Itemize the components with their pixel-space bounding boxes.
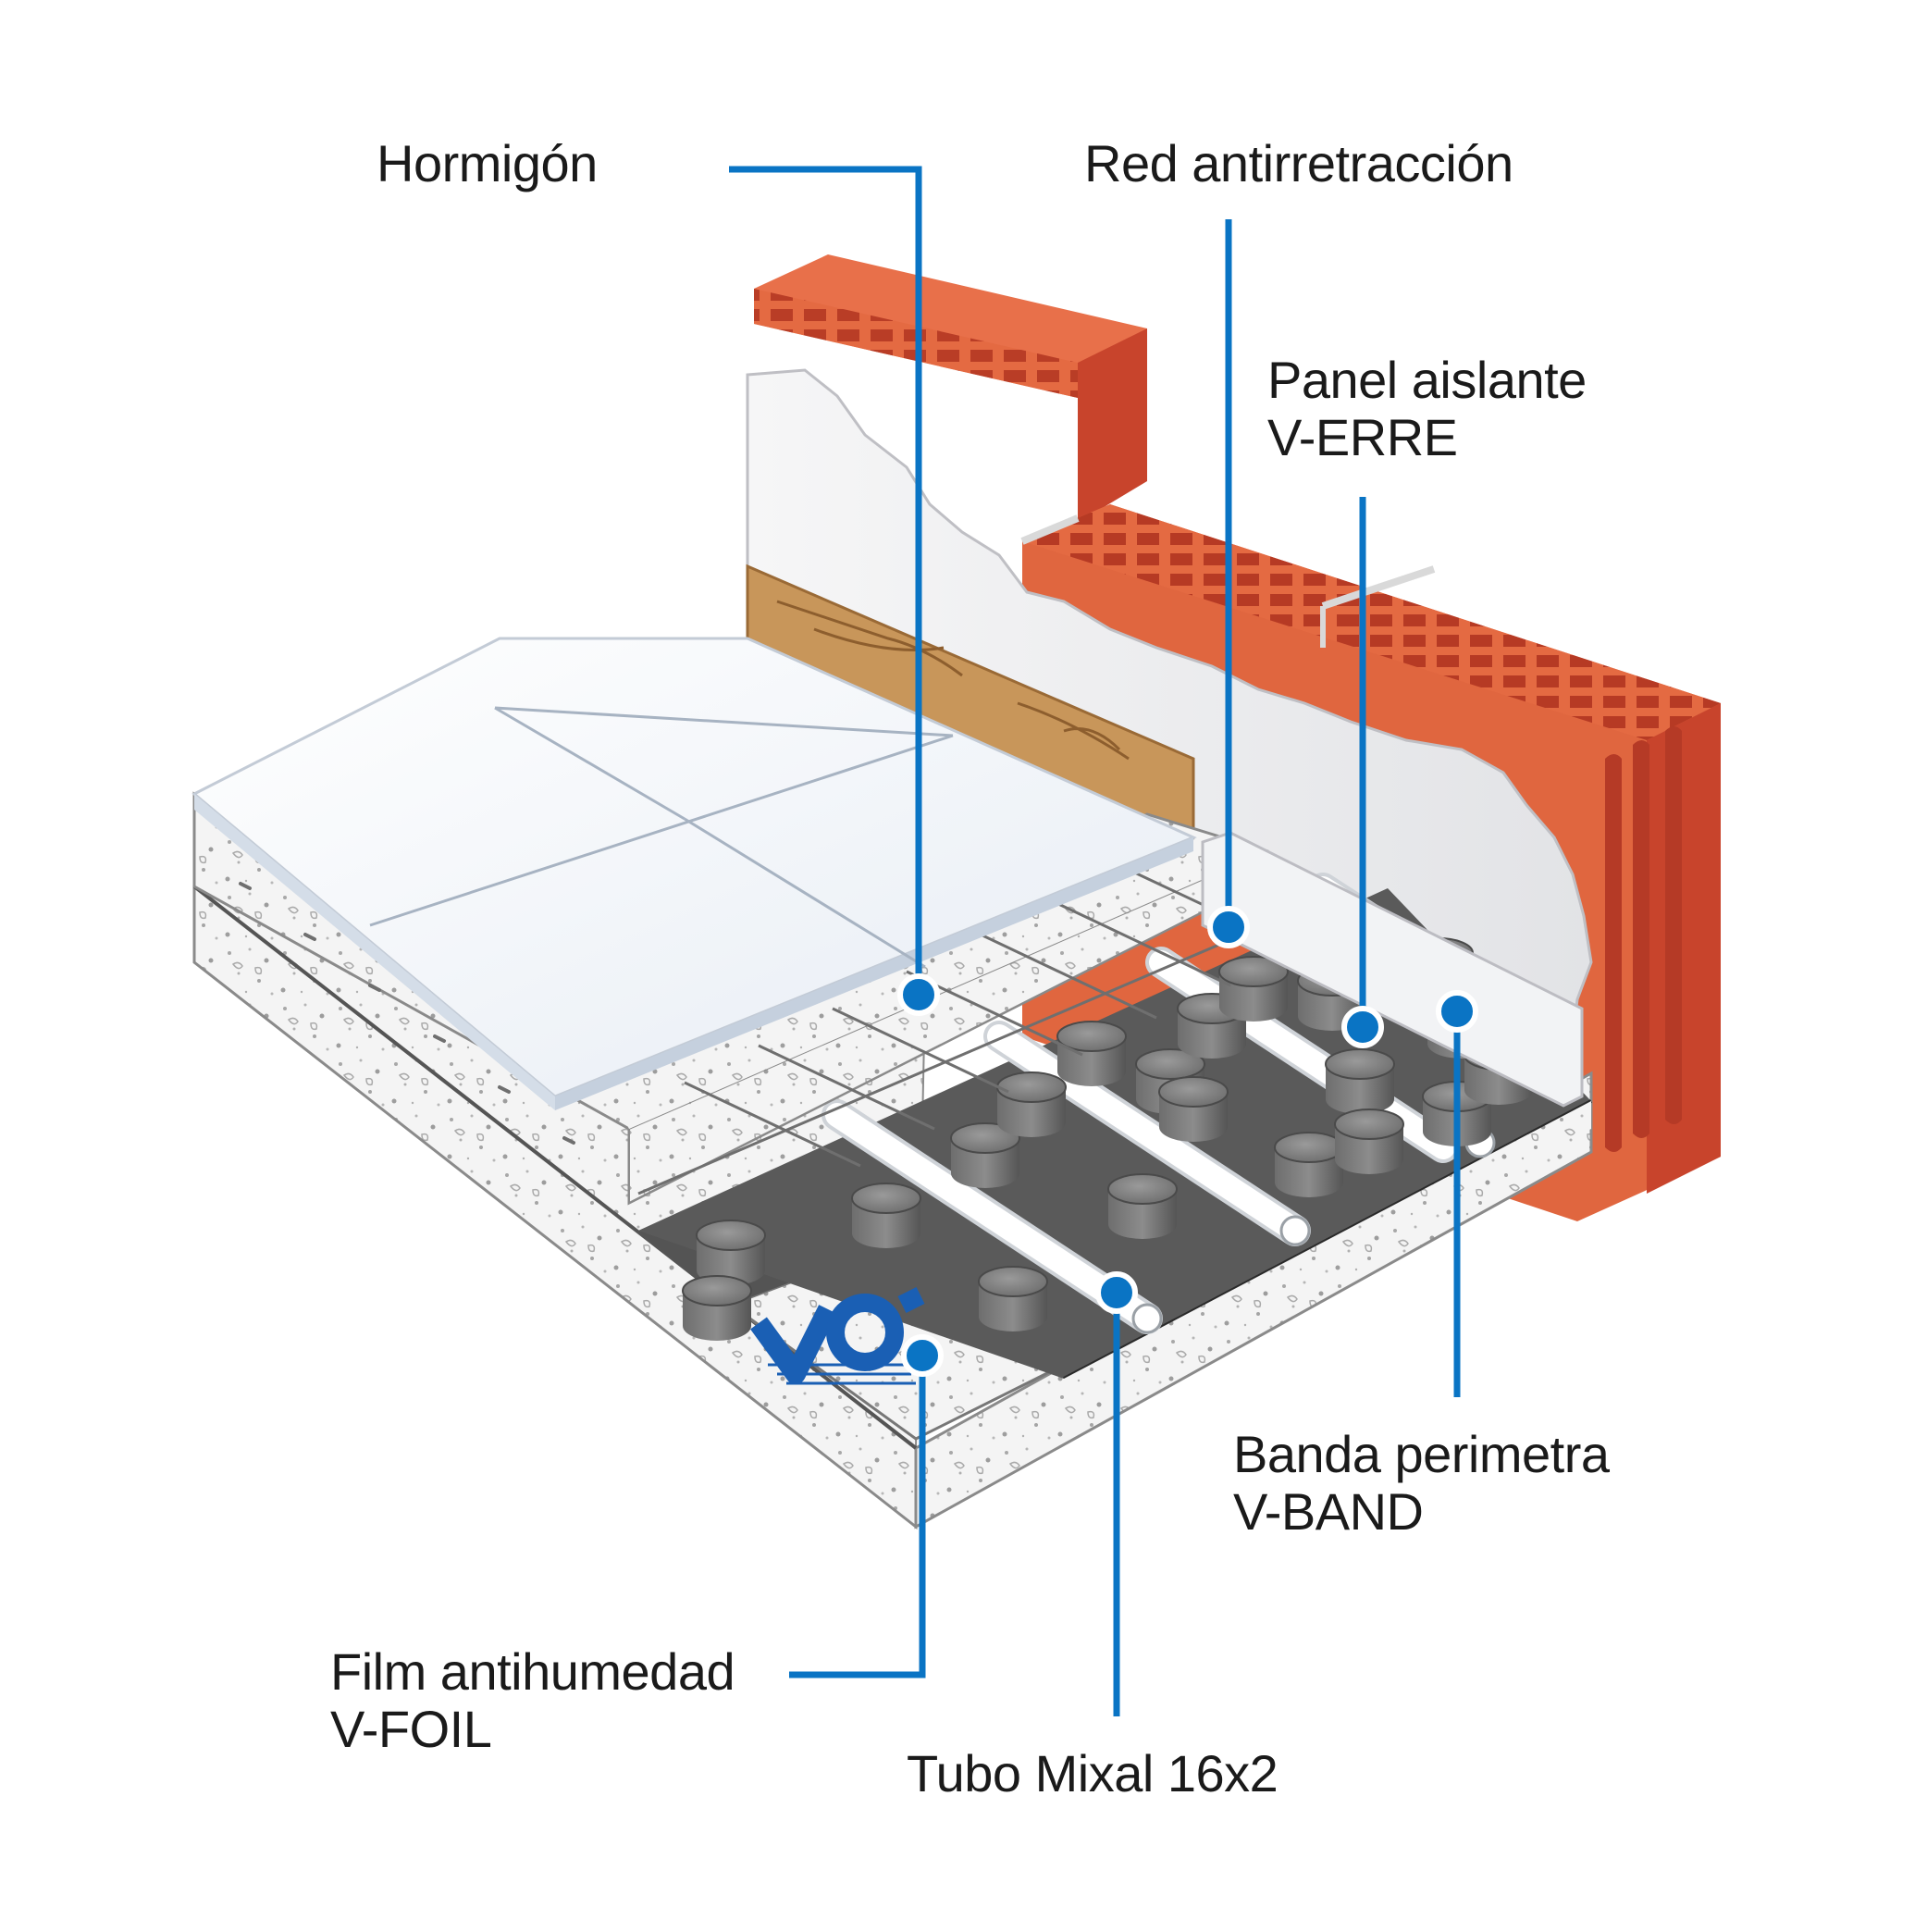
label-film-line1: Film antihumedad bbox=[330, 1642, 735, 1701]
blue-dot-marker bbox=[1341, 1006, 1384, 1048]
panel-stud bbox=[696, 1220, 766, 1285]
panel-stud bbox=[1334, 1108, 1404, 1174]
panel-stud bbox=[1056, 1021, 1127, 1086]
blue-dot-marker bbox=[897, 973, 940, 1016]
label-red-text: Red antirretracción bbox=[1084, 134, 1513, 192]
label-banda-perimetra: Banda perimetra V-BAND bbox=[1233, 1426, 1610, 1541]
leader-hormigon bbox=[729, 166, 922, 995]
label-tubo-text: Tubo Mixal 16x2 bbox=[907, 1744, 1278, 1802]
label-banda-line2: V-BAND bbox=[1233, 1482, 1424, 1541]
blue-dot-marker bbox=[1436, 990, 1478, 1033]
label-tubo-mixal: Tubo Mixal 16x2 bbox=[907, 1745, 1278, 1802]
leader-film bbox=[789, 1356, 926, 1678]
panel-stud bbox=[978, 1266, 1048, 1331]
markers bbox=[897, 906, 1478, 1377]
blue-dot-marker bbox=[1095, 1271, 1138, 1314]
vortice-logo bbox=[750, 1287, 925, 1385]
panel-stud bbox=[682, 1275, 752, 1341]
panel-stud bbox=[1158, 1076, 1229, 1142]
panel-stud bbox=[1325, 1048, 1395, 1114]
panel-stud bbox=[1107, 1173, 1178, 1239]
label-panel-aislante: Panel aislante V-ERRE bbox=[1267, 352, 1587, 466]
panel-stud bbox=[950, 1122, 1020, 1188]
panel-stud bbox=[1274, 1132, 1344, 1197]
panel-stud bbox=[851, 1183, 921, 1248]
label-hormigon: Hormigón bbox=[377, 135, 598, 192]
label-panel-line1: Panel aislante bbox=[1267, 351, 1587, 409]
label-film-line2: V-FOIL bbox=[330, 1700, 492, 1758]
label-red-antirretraccion: Red antirretracción bbox=[1084, 135, 1513, 192]
panel-stud bbox=[996, 1071, 1067, 1137]
blue-dot-marker bbox=[1207, 906, 1250, 948]
label-film-antihumedad: Film antihumedad V-FOIL bbox=[330, 1643, 735, 1758]
label-hormigon-text: Hormigón bbox=[377, 134, 598, 192]
floor-tiles bbox=[191, 637, 1197, 1110]
leader-lines bbox=[729, 166, 1461, 1716]
label-banda-line1: Banda perimetra bbox=[1233, 1425, 1610, 1483]
panel-stud bbox=[1218, 956, 1289, 1022]
label-panel-line2: V-ERRE bbox=[1267, 408, 1458, 466]
blue-dot-marker bbox=[901, 1334, 944, 1377]
